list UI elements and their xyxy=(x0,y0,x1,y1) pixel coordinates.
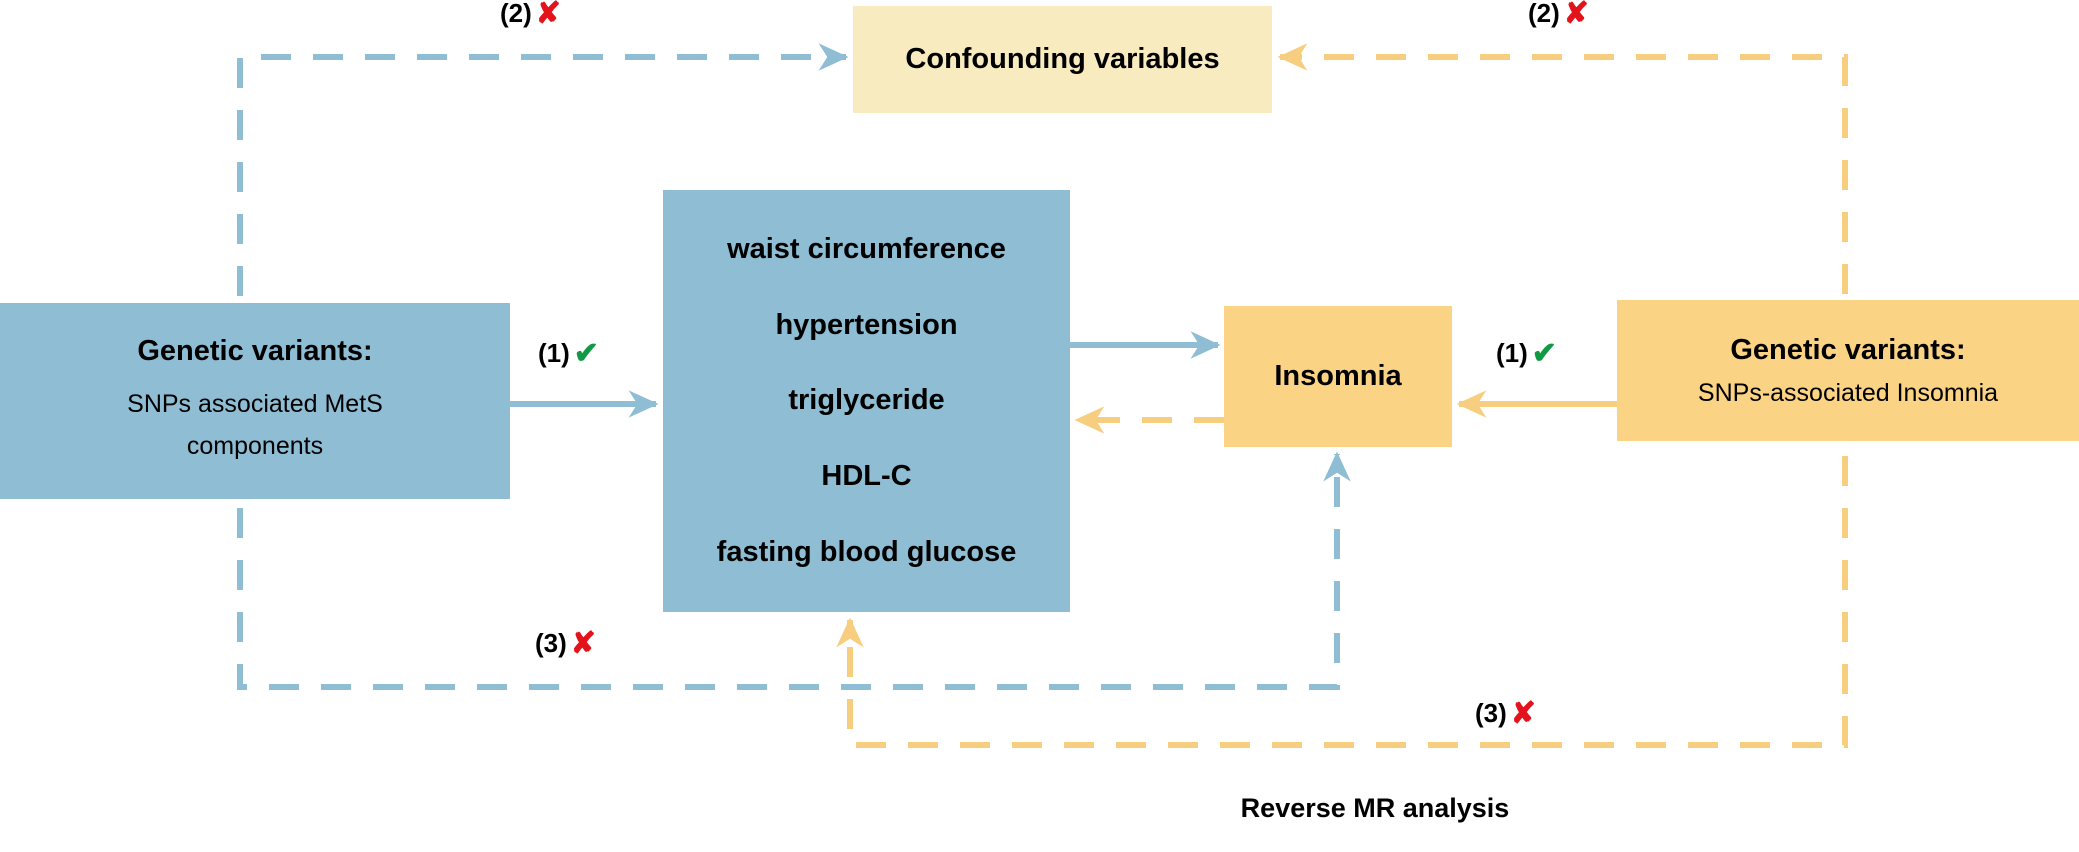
node-subtitle-line-2: components xyxy=(186,431,324,460)
check-icon: ✔ xyxy=(573,336,599,370)
check-icon: ✔ xyxy=(1531,336,1557,370)
component-waist-circumference: waist circumference xyxy=(727,233,1006,266)
node-title: Insomnia xyxy=(1274,360,1402,392)
assumption-number: (3) xyxy=(535,628,567,658)
node-confounding-variables: Confounding variables xyxy=(853,6,1272,113)
cross-icon: ✘ xyxy=(535,0,561,30)
assumption-2-forward-label: (2) ✘ xyxy=(500,0,561,29)
component-fasting-blood-glucose: fasting blood glucose xyxy=(716,535,1017,568)
assumption-number: (2) xyxy=(1528,0,1560,28)
node-genetic-variants-mets: Genetic variants: SNPs associated MetS c… xyxy=(0,303,510,499)
assumption-number: (1) xyxy=(1496,338,1528,368)
cross-icon: ✘ xyxy=(1510,696,1536,730)
cross-icon: ✘ xyxy=(1563,0,1589,30)
node-genetic-variants-insomnia: Genetic variants: SNPs-associated Insomn… xyxy=(1617,300,2079,441)
node-title: Genetic variants: xyxy=(137,335,373,368)
component-hdl-c: HDL-C xyxy=(821,460,912,493)
assumption-number: (1) xyxy=(538,338,570,368)
assumption-3-forward-label: (3) ✘ xyxy=(535,628,596,659)
node-mets-components: waist circumference hypertension triglyc… xyxy=(663,190,1070,612)
assumption-number: (2) xyxy=(500,0,532,28)
component-hypertension: hypertension xyxy=(775,308,958,341)
node-title: Confounding variables xyxy=(905,43,1220,75)
component-triglyceride: triglyceride xyxy=(788,384,945,417)
assumption-2-reverse-label: (2) ✘ xyxy=(1528,0,1589,29)
assumption-1-reverse-label: (1) ✔ xyxy=(1496,338,1557,369)
node-insomnia: Insomnia xyxy=(1224,306,1452,447)
edge-instrument-to-confounders xyxy=(237,43,849,400)
node-subtitle-line-1: SNPs associated MetS xyxy=(127,390,383,419)
edge-reverse-instrument-to-confounders xyxy=(1277,43,1848,398)
node-title: Genetic variants: xyxy=(1730,333,1966,366)
cross-icon: ✘ xyxy=(570,626,596,660)
assumption-3-reverse-label: (3) ✘ xyxy=(1475,698,1536,729)
node-subtitle: SNPs-associated Insomnia xyxy=(1697,378,1999,407)
edge-reverse-instrument-to-exposure-direct xyxy=(836,404,1848,748)
assumption-number: (3) xyxy=(1475,698,1507,728)
assumption-1-forward-label: (1) ✔ xyxy=(538,338,599,369)
diagram-caption: Reverse MR analysis xyxy=(1240,793,1510,823)
